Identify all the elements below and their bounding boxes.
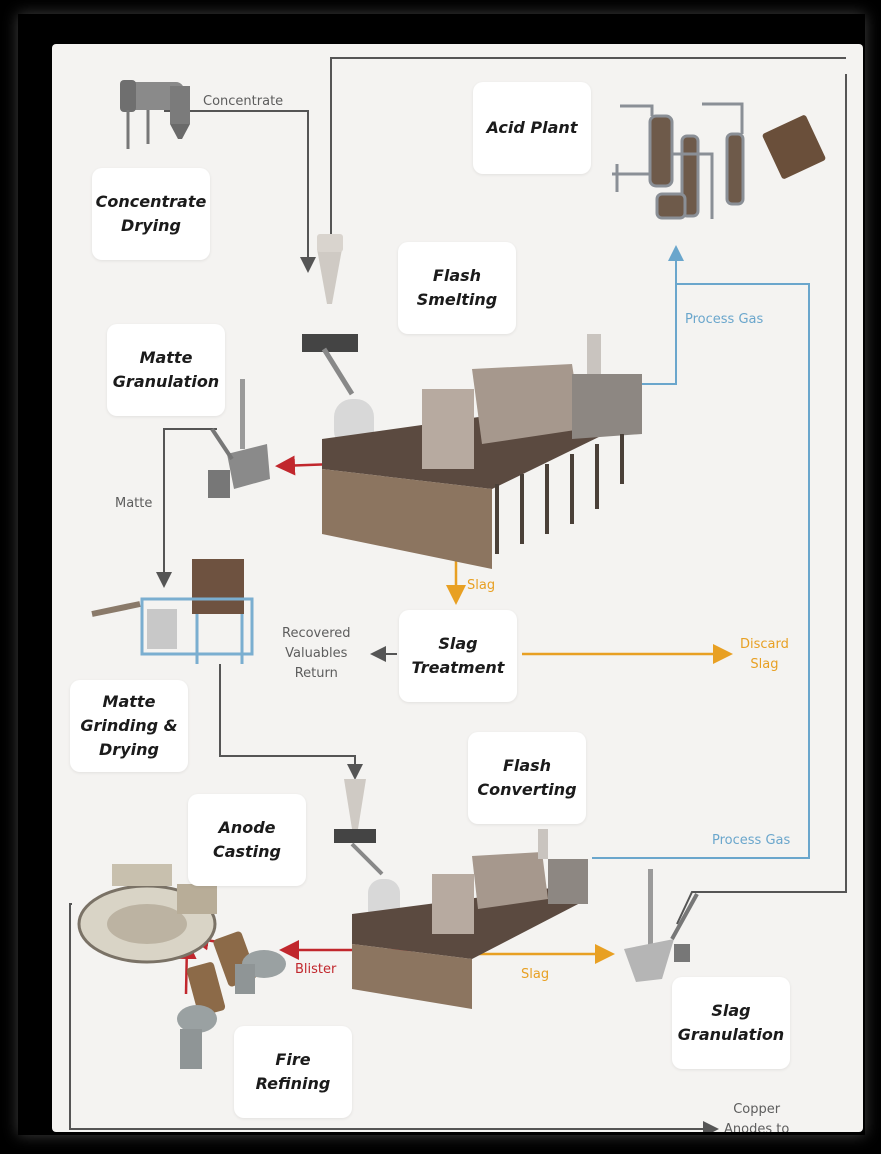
fire-refining-box: Fire Refining [234, 1026, 352, 1118]
concentrate-dryer-illustration [120, 80, 190, 149]
concentrate-flow-line [164, 110, 316, 273]
recovered-valuables-label: Recovered Valuables Return [282, 626, 351, 681]
anode-casting-box: Anode Casting [188, 794, 306, 886]
slag-label-1: Slag [467, 578, 496, 593]
flow-diagram [69, 57, 847, 1132]
anode-casting-illustration [77, 864, 217, 964]
matte-granulation-box: Matte Granulation [107, 324, 225, 416]
matte-grinding-illustration [91, 559, 254, 664]
process-gas-line-2 [592, 283, 810, 859]
acid-plant-box: Acid Plant [473, 82, 591, 174]
copper-anodes-line [69, 903, 719, 1132]
flash-converting-illustration [334, 779, 588, 1009]
concentrate-drying-box: Concentrate Drying [92, 168, 210, 260]
process-gas-label-1: Process Gas [685, 312, 764, 327]
process-gas-line-1 [630, 245, 684, 385]
slag-granulation-illustration [624, 869, 699, 982]
matte-granulation-illustration [208, 379, 270, 498]
matte-grinding-drying-box: Matte Grinding & Drying [70, 680, 188, 772]
process-flow-canvas: Concentrate Drying Acid Plant Flash Smel… [52, 44, 863, 1132]
copper-anodes-label: Copper Anodes to [724, 1102, 790, 1132]
fire-refining-illustration [177, 931, 286, 1069]
flash-smelting-illustration [302, 234, 642, 569]
slag-treatment-box: Slag Treatment [399, 610, 517, 702]
blister-label: Blister [295, 962, 337, 977]
concentrate-label: Concentrate [203, 94, 284, 109]
process-gas-label-2: Process Gas [712, 833, 791, 848]
discard-slag-label: Discard Slag [740, 637, 789, 672]
slag-granulation-box: Slag Granulation [672, 977, 790, 1069]
recycle-top-line [323, 57, 846, 273]
ground-matte-flow-line [219, 664, 363, 780]
recycle-return-line [676, 74, 847, 925]
slag-label-2: Slag [521, 967, 550, 982]
matte-label: Matte [115, 496, 153, 511]
acid-plant-illustration [612, 102, 826, 220]
flash-converting-box: Flash Converting [468, 732, 586, 824]
flash-smelting-box: Flash Smelting [398, 242, 516, 334]
matte-flow-line [156, 428, 217, 588]
image-frame: Concentrate Drying Acid Plant Flash Smel… [18, 14, 865, 1135]
